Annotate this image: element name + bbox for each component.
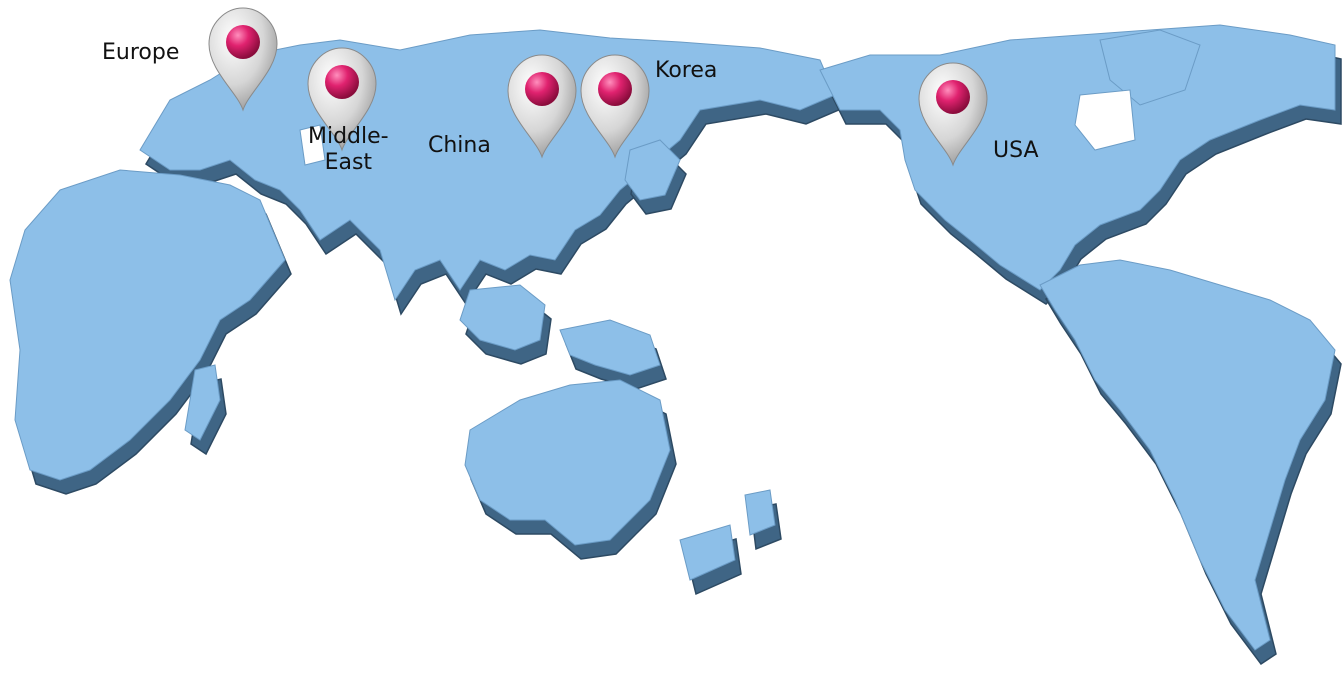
landmass-new-zealand-south	[679, 524, 736, 581]
map-pin-icon-middle-east[interactable]	[307, 47, 377, 152]
map-pin-icon-china[interactable]	[507, 54, 577, 159]
pin-dot	[936, 80, 970, 114]
map-pin-icon-usa[interactable]	[918, 62, 988, 167]
landmass-greenland	[1099, 29, 1201, 106]
landmass-madagascar	[184, 364, 221, 441]
landmass-new-zealand-north	[744, 489, 776, 536]
marker-label-china: China	[428, 133, 491, 158]
land-surface	[9, 24, 1336, 651]
pin-dot	[325, 65, 359, 99]
landmass-indonesia	[459, 284, 546, 351]
map-pin-icon-europe[interactable]	[208, 7, 278, 112]
pin-dot	[598, 72, 632, 106]
map-pin-icon-korea[interactable]	[580, 54, 650, 159]
landmass-new-guinea	[559, 319, 661, 376]
marker-label-europe: Europe	[102, 40, 180, 65]
map-pins	[208, 7, 988, 167]
water-caspian	[299, 124, 326, 166]
landmass-africa	[9, 169, 286, 481]
marker-label-korea: Korea	[655, 58, 718, 83]
water-hudson-bay	[1074, 89, 1136, 151]
pin-dot	[525, 72, 559, 106]
marker-label-middle-east: Middle- East	[308, 124, 389, 175]
marker-label-usa: USA	[993, 138, 1039, 163]
landmass-south-america	[1039, 259, 1336, 651]
landmass-japan	[624, 139, 681, 201]
pin-dot	[226, 25, 260, 59]
landmass-australia	[464, 379, 671, 546]
